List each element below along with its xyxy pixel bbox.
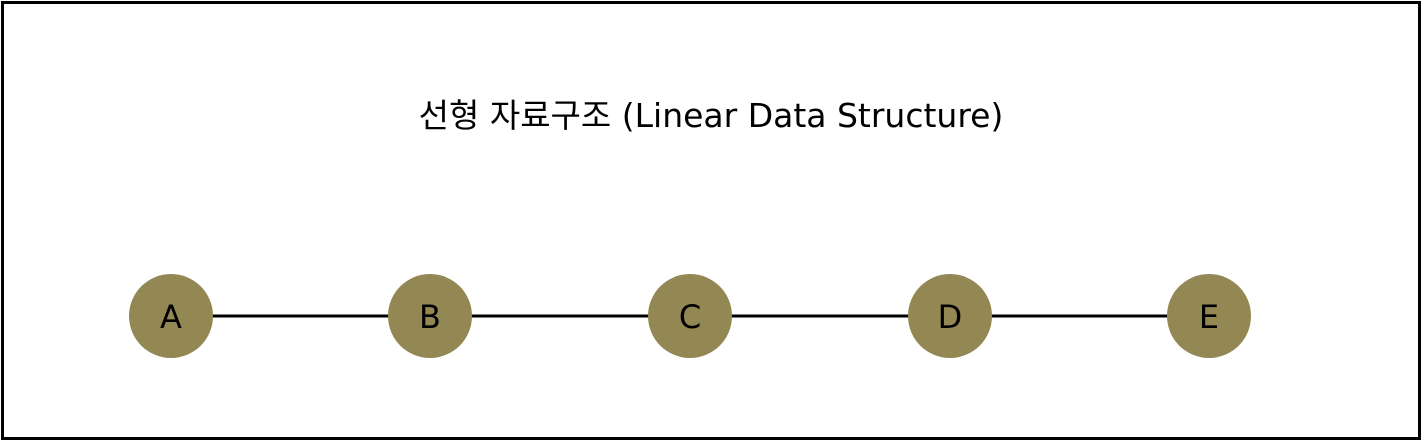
node-a: A: [129, 274, 213, 358]
node-label-d: D: [938, 298, 963, 336]
node-circle-c: [648, 274, 732, 358]
node-circle-a: [129, 274, 213, 358]
node-label-a: A: [160, 298, 182, 336]
node-e: E: [1167, 274, 1251, 358]
diagram-title: 선형 자료구조 (Linear Data Structure): [418, 96, 1004, 135]
node-circle-e: [1167, 274, 1251, 358]
node-d: D: [908, 274, 992, 358]
node-label-c: C: [679, 298, 701, 336]
node-label-e: E: [1199, 298, 1219, 336]
nodes-layer: A B C D E: [129, 274, 1251, 358]
node-circle-d: [908, 274, 992, 358]
node-label-b: B: [419, 298, 441, 336]
node-c: C: [648, 274, 732, 358]
node-circle-b: [388, 274, 472, 358]
node-b: B: [388, 274, 472, 358]
